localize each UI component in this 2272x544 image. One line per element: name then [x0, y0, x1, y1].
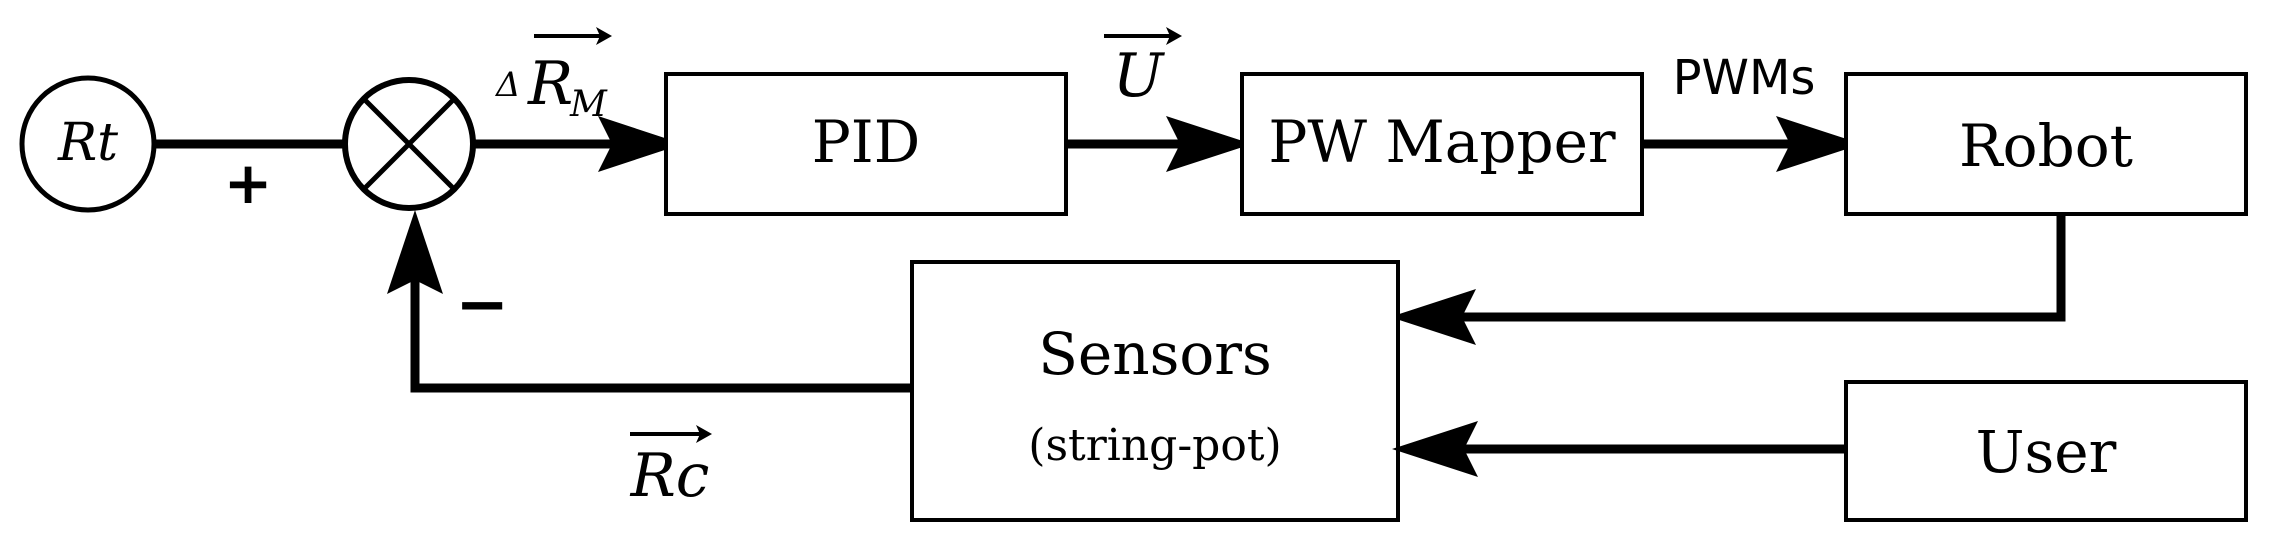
- pwm-signal-arrow: [1642, 116, 1862, 172]
- reference-input-label: Rt: [57, 113, 118, 173]
- error-vector-arrow-icon: [534, 27, 612, 45]
- user-label: User: [1976, 418, 2117, 486]
- pid-block: PID: [664, 72, 1068, 216]
- pw-mapper-block: PW Mapper: [1240, 72, 1644, 216]
- error-vector-subscript: M: [569, 84, 608, 125]
- pid-label: PID: [812, 108, 920, 176]
- control-signal-arrow: [1066, 116, 1252, 172]
- feedback-signal-label: Rc: [630, 425, 712, 511]
- pw-mapper-label: PW Mapper: [1268, 108, 1616, 176]
- feedback-vector-arrow-icon: [630, 425, 712, 443]
- robot-to-sensors-arrow: [1390, 214, 2066, 345]
- summing-junction: [342, 77, 476, 211]
- control-vector-main: U: [1113, 41, 1166, 111]
- user-block: User: [1844, 380, 2248, 522]
- robot-label: Robot: [1959, 112, 2133, 180]
- user-to-sensors-arrow: [1392, 421, 1846, 477]
- sensors-block: Sensors (string-pot): [910, 260, 1400, 522]
- reference-input-node: Rt: [19, 75, 157, 213]
- control-signal-label: U: [1104, 27, 1182, 111]
- error-signal-arrow: [473, 116, 683, 172]
- feedback-arrow: [387, 210, 912, 393]
- plus-sign: +: [224, 149, 273, 217]
- robot-block: Robot: [1844, 72, 2248, 216]
- error-signal-label: Δ R M: [494, 27, 612, 125]
- feedback-vector-main: Rc: [630, 441, 710, 511]
- error-delta: Δ: [494, 65, 521, 105]
- control-vector-arrow-icon: [1104, 27, 1182, 45]
- sensors-sublabel: (string-pot): [1028, 420, 1281, 471]
- pwm-signal-label: PWMs: [1673, 50, 1816, 106]
- minus-sign: −: [455, 268, 509, 342]
- error-vector-main: R: [527, 49, 573, 119]
- sensors-label: Sensors: [1038, 320, 1272, 388]
